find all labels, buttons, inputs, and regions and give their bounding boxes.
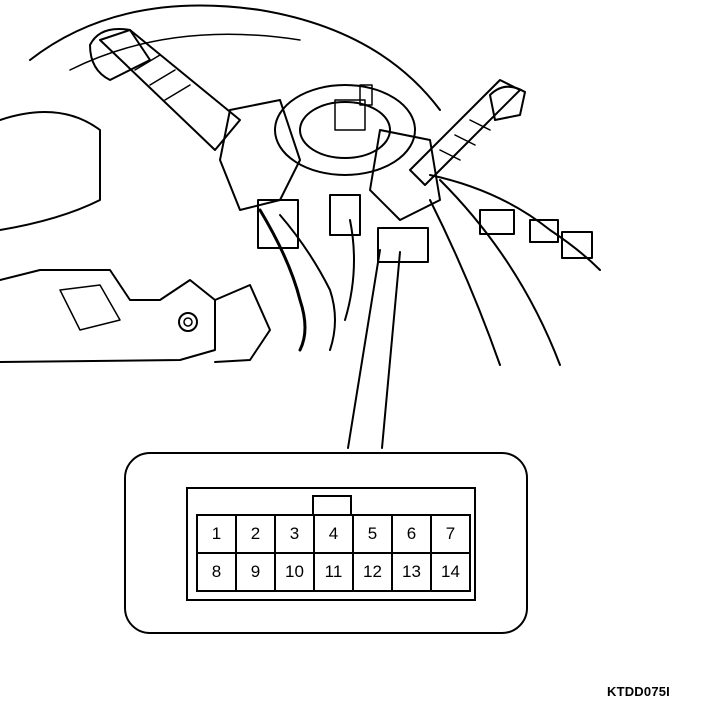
wiper-switch-lever bbox=[99, 29, 241, 151]
pin-4: 4 bbox=[315, 516, 354, 554]
leader-line-left bbox=[347, 249, 381, 449]
steering-wheel-rim-inner bbox=[69, 33, 301, 71]
dash-panel-detail bbox=[59, 284, 121, 331]
harness-connector-right bbox=[377, 227, 429, 263]
right-harness bbox=[429, 174, 601, 271]
pin-5: 5 bbox=[354, 516, 393, 554]
pin-1: 1 bbox=[198, 516, 237, 554]
right-connector-1 bbox=[479, 209, 515, 235]
dash-panel-left bbox=[0, 269, 216, 363]
leader-line-right bbox=[381, 251, 401, 449]
harness-bundle-2 bbox=[279, 214, 336, 351]
clock-spring-outer bbox=[274, 84, 416, 176]
steering-wheel-rim bbox=[29, 4, 441, 111]
pin-11: 11 bbox=[315, 554, 354, 592]
right-column-cover-2 bbox=[439, 179, 561, 366]
right-column-cover bbox=[429, 199, 501, 366]
pin-14: 14 bbox=[432, 554, 471, 592]
right-connector-2 bbox=[529, 219, 559, 243]
light-switch-ribs bbox=[439, 119, 491, 161]
light-switch-knob bbox=[489, 85, 526, 121]
harness-connector-left bbox=[257, 199, 299, 249]
switch-body-right bbox=[369, 129, 441, 221]
light-switch-lever bbox=[409, 79, 521, 186]
harness-connector-center bbox=[329, 194, 361, 236]
column-cover-left bbox=[0, 111, 101, 231]
pin-2: 2 bbox=[237, 516, 276, 554]
wiper-switch-ribs bbox=[134, 54, 191, 101]
harness-bundle bbox=[258, 208, 307, 352]
harness-bundle-3 bbox=[344, 219, 355, 321]
column-bolt-inner bbox=[183, 317, 193, 327]
pin-10: 10 bbox=[276, 554, 315, 592]
pin-12: 12 bbox=[354, 554, 393, 592]
clock-spring-tab bbox=[359, 84, 373, 106]
pin-8: 8 bbox=[198, 554, 237, 592]
pin-13: 13 bbox=[393, 554, 432, 592]
clock-spring-inner bbox=[299, 101, 391, 159]
pin-6: 6 bbox=[393, 516, 432, 554]
connector-pin-grid: 1 2 3 4 5 6 7 8 9 10 11 12 13 14 bbox=[196, 514, 471, 592]
clock-spring-center bbox=[334, 99, 366, 131]
pin-7: 7 bbox=[432, 516, 471, 554]
wiper-switch-knob bbox=[89, 28, 151, 81]
right-connector-3 bbox=[561, 231, 593, 259]
column-bolt bbox=[178, 312, 198, 332]
pin-3: 3 bbox=[276, 516, 315, 554]
figure-code: KTDD075I bbox=[606, 684, 670, 699]
lower-housing bbox=[214, 284, 271, 363]
pin-9: 9 bbox=[237, 554, 276, 592]
connector-locking-key bbox=[312, 495, 352, 515]
